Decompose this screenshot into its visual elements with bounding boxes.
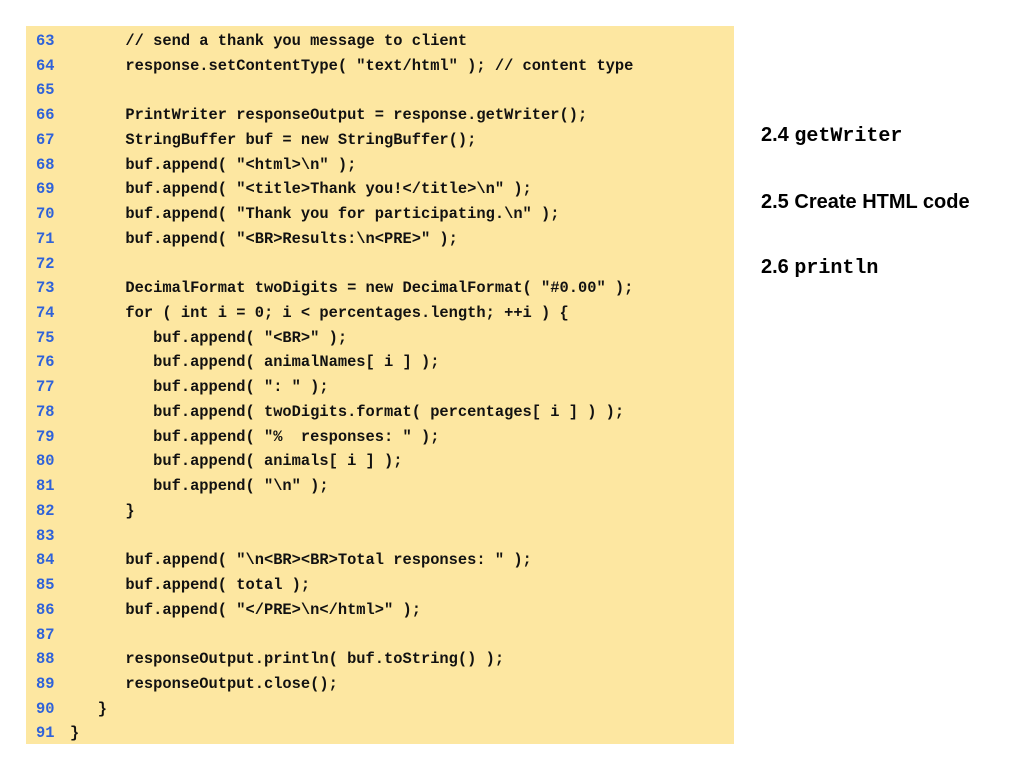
line-number: 88 [36,650,55,669]
note-number: 2.5 [761,191,789,213]
line-code-text: buf.append( "Thank you for participating… [70,205,560,224]
note-text: Create HTML code [794,191,970,213]
note-create-html: 2.5 Create HTML code [761,191,970,214]
line-code-text: buf.append( "\n<BR><BR>Total responses: … [70,551,532,570]
line-code-text: buf.append( animals[ i ] ); [70,452,403,471]
line-code-text: responseOutput.close(); [70,674,338,693]
line-number: 78 [36,402,55,421]
note-number: 2.6 [761,256,789,278]
line-number: 89 [36,674,55,693]
line-number: 80 [36,452,55,471]
line-code-text: buf.append( "<BR>" ); [70,328,348,347]
line-number: 79 [36,427,55,446]
note-code-term: getWriter [794,125,903,148]
line-number: 74 [36,304,55,323]
line-number: 85 [36,576,55,595]
line-number: 75 [36,328,55,347]
line-code-text: StringBuffer buf = new StringBuffer(); [70,130,477,149]
line-code-text: buf.append( "\n" ); [70,477,329,496]
line-code-text: PrintWriter responseOutput = response.ge… [70,106,588,125]
line-number: 83 [36,526,55,545]
line-number: 81 [36,477,55,496]
line-number: 73 [36,279,55,298]
line-number: 82 [36,501,55,520]
line-code-text: buf.append( total ); [70,576,311,595]
line-number: 66 [36,106,55,125]
line-code-text: } [70,501,135,520]
line-code-text: buf.append( "<html>\n" ); [70,155,357,174]
line-number: 67 [36,130,55,149]
line-number: 87 [36,625,55,644]
line-code-text: response.setContentType( "text/html" ); … [70,56,634,75]
line-code-text: } [70,699,107,718]
line-number: 86 [36,600,55,619]
line-code-text: buf.append( "</PRE>\n</html>" ); [70,600,421,619]
line-number: 84 [36,551,55,570]
note-getwriter: 2.4 getWriter [761,124,902,148]
note-code-term: println [794,257,879,280]
line-code-text: buf.append( "<title>Thank you!</title>\n… [70,180,532,199]
line-code-text: buf.append( twoDigits.format( percentage… [70,402,625,421]
line-number: 77 [36,378,55,397]
line-number: 90 [36,699,55,718]
line-number: 72 [36,254,55,273]
line-code-text: for ( int i = 0; i < percentages.length;… [70,304,569,323]
line-number: 91 [36,724,55,743]
line-code-text: DecimalFormat twoDigits = new DecimalFor… [70,279,634,298]
line-code-text: } [70,724,80,743]
line-code-text: // send a thank you message to client [70,32,468,50]
line-number: 68 [36,155,55,174]
line-code-text: responseOutput.println( buf.toString() )… [70,650,505,669]
line-code-text: buf.append( "% responses: " ); [70,427,440,446]
line-number: 64 [36,56,55,75]
line-number: 70 [36,205,55,224]
line-code-text: buf.append( animalNames[ i ] ); [70,353,440,372]
line-number: 63 [36,32,55,50]
note-number: 2.4 [761,124,789,146]
note-println: 2.6 println [761,256,878,280]
line-code-text: buf.append( "<BR>Results:\n<PRE>" ); [70,229,458,248]
line-number: 71 [36,229,55,248]
line-number: 65 [36,81,55,100]
code-listing-panel: 63 // send a thank you message to client… [26,26,734,744]
line-code-text: buf.append( ": " ); [70,378,329,397]
line-number: 69 [36,180,55,199]
line-number: 76 [36,353,55,372]
